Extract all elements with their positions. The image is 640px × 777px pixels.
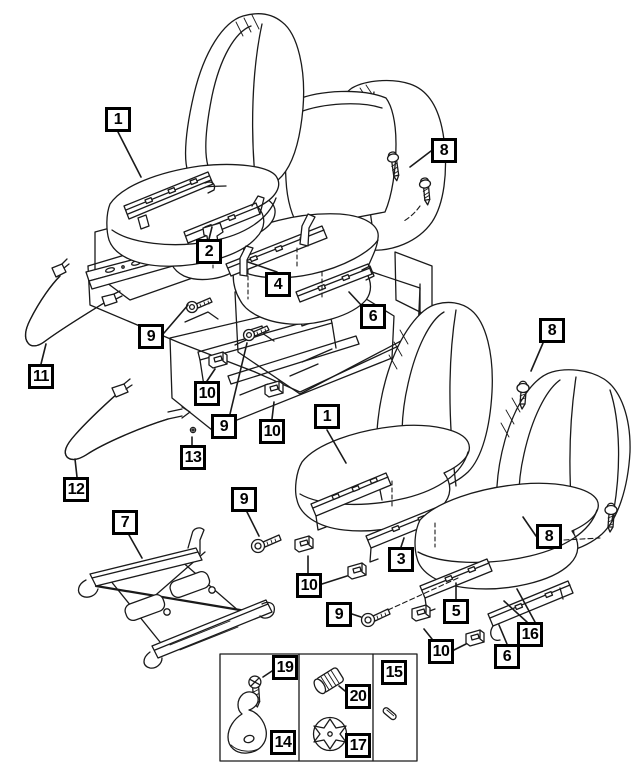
callout-6-a: 6 bbox=[360, 304, 386, 329]
callout-11: 11 bbox=[28, 364, 54, 389]
callout-15: 15 bbox=[381, 660, 407, 685]
callout-8-a: 8 bbox=[431, 138, 457, 163]
callout-9-c: 9 bbox=[231, 487, 257, 512]
callout-10-a: 10 bbox=[194, 381, 220, 406]
seat-release-wire-lower bbox=[64, 378, 197, 461]
callout-4: 4 bbox=[265, 272, 291, 297]
callout-1-b: 1 bbox=[314, 404, 340, 429]
callout-12: 12 bbox=[63, 477, 89, 502]
callout-9-d: 9 bbox=[326, 602, 352, 627]
callout-1-a: 1 bbox=[105, 107, 131, 132]
callout-8-c: 8 bbox=[536, 524, 562, 549]
callout-leader-lines bbox=[40, 131, 601, 692]
callout-9-a: 9 bbox=[138, 324, 164, 349]
recliner-handle-part bbox=[227, 691, 267, 754]
callout-2: 2 bbox=[196, 239, 222, 264]
callout-9-b: 9 bbox=[211, 414, 237, 439]
front-bench-seat-group bbox=[106, 13, 447, 325]
adjuster-knob-part bbox=[313, 667, 344, 695]
callout-16: 16 bbox=[517, 622, 543, 647]
callout-3: 3 bbox=[388, 547, 414, 572]
seat-adjuster-assembly bbox=[77, 527, 276, 669]
seat-release-wire-upper bbox=[24, 258, 123, 347]
callout-20: 20 bbox=[345, 684, 371, 709]
callout-8-b: 8 bbox=[539, 318, 565, 343]
callout-13: 13 bbox=[180, 445, 206, 470]
callout-10-b: 10 bbox=[259, 419, 285, 444]
bench-hardware bbox=[185, 151, 432, 398]
callout-6-b: 6 bbox=[494, 644, 520, 669]
small-parts-inset-box bbox=[219, 653, 418, 762]
callout-10-c: 10 bbox=[296, 573, 322, 598]
bottom-hardware bbox=[250, 380, 618, 647]
pin-part bbox=[382, 707, 397, 721]
callout-7: 7 bbox=[112, 510, 138, 535]
callout-5: 5 bbox=[443, 599, 469, 624]
callout-14: 14 bbox=[270, 730, 296, 755]
callout-17: 17 bbox=[345, 733, 371, 758]
callout-19: 19 bbox=[272, 655, 298, 680]
callout-10-d: 10 bbox=[428, 639, 454, 664]
